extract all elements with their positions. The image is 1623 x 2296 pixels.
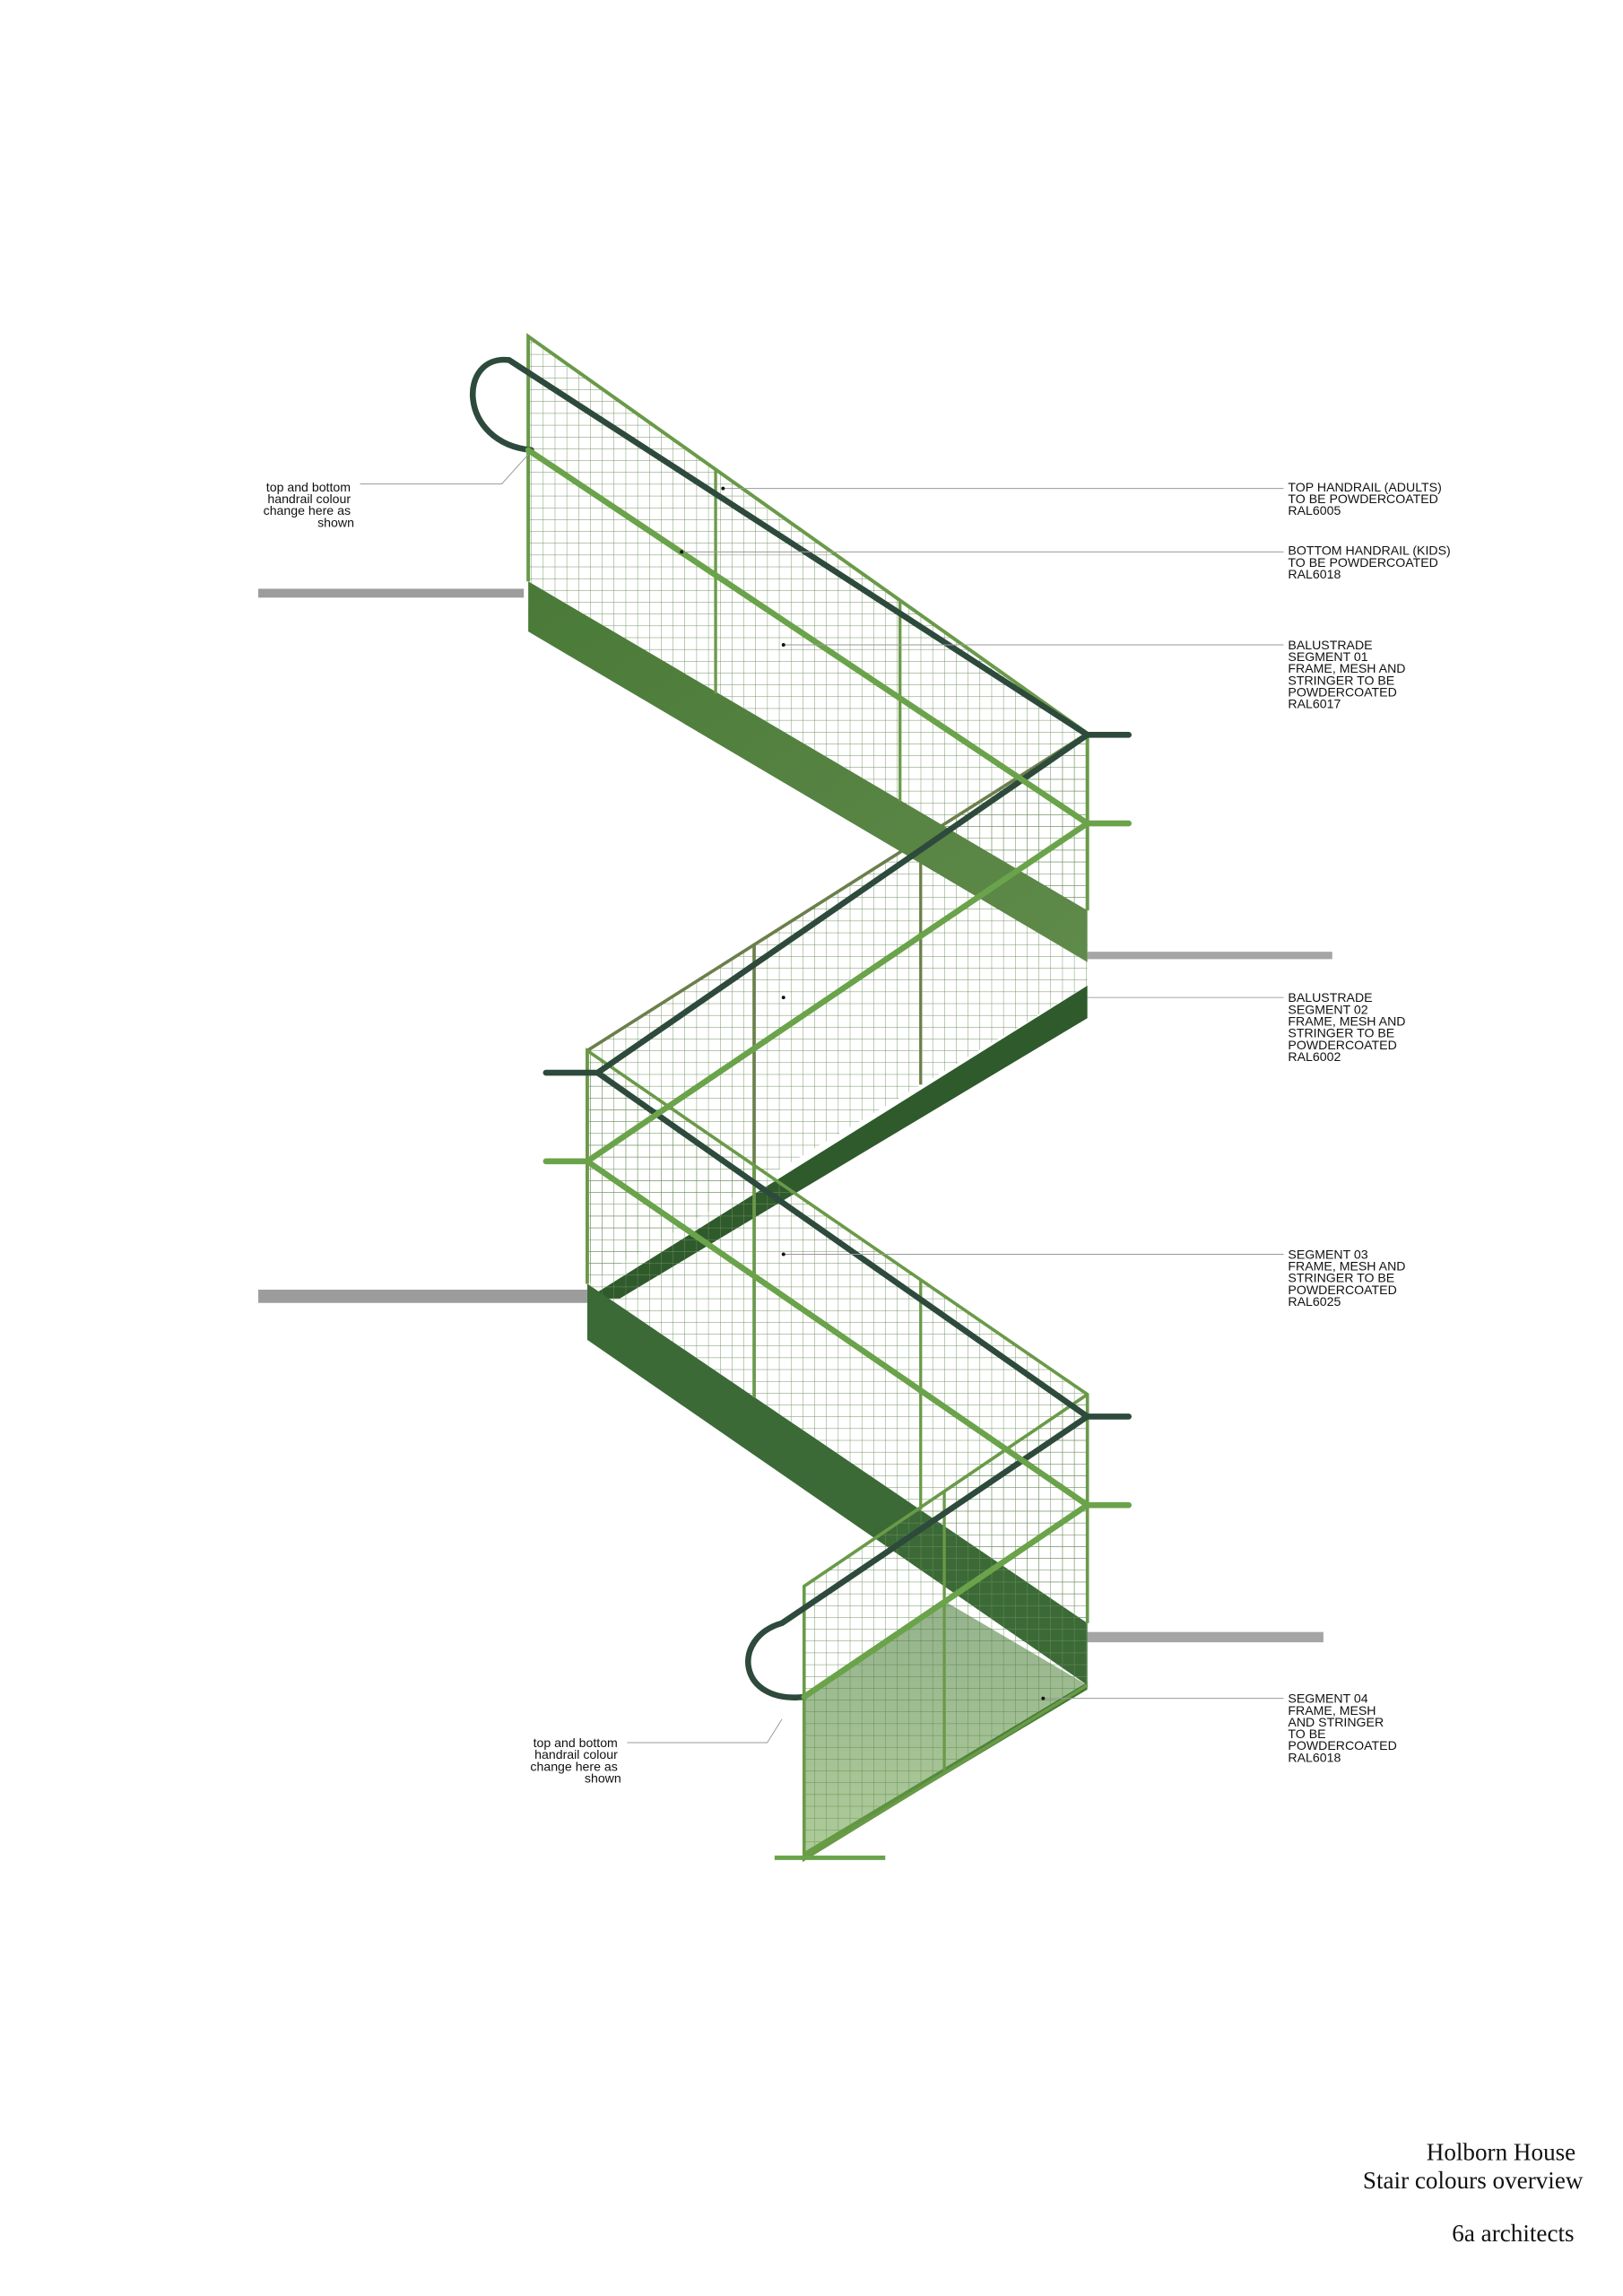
note-line: SEGMENT 03: [1288, 1247, 1367, 1261]
note-line: SEGMENT 04: [1288, 1692, 1367, 1706]
note-line: RAL6018: [1288, 567, 1341, 581]
note-line: POWDERCOATED: [1288, 1038, 1396, 1052]
top-handrail-segment-04: [745, 1413, 1090, 1700]
note-line: FRAME, MESH: [1288, 1703, 1376, 1718]
note-line: POWDERCOATED: [1288, 685, 1396, 700]
note-line: STRINGER TO BE: [1288, 673, 1394, 687]
project-title: Holborn House: [1427, 2139, 1576, 2166]
note-line: TO BE POWDERCOATED: [1288, 555, 1437, 570]
note-line: top and bottom: [266, 480, 351, 494]
leader-line: [360, 454, 529, 485]
note-line: handrail colour: [534, 1747, 618, 1761]
note-handrail-change-bottom: top and bottom handrail colour change he…: [530, 1735, 621, 1785]
title-block: Holborn House Stair colours overview 6a …: [1363, 2139, 1584, 2247]
note-line: SEGMENT 02: [1288, 1002, 1367, 1016]
stringer-segment-01: [528, 581, 1088, 962]
note-line: shown: [317, 515, 354, 529]
sheet-title: Stair colours overview: [1363, 2167, 1584, 2194]
note-line: FRAME, MESH AND: [1288, 1259, 1405, 1274]
bottom-handrail: [525, 447, 1133, 1700]
note-line: change here as: [264, 503, 351, 517]
top-handrail: [469, 357, 1133, 1700]
note-line: TOP HANDRAIL (ADULTS): [1288, 480, 1441, 494]
note-line: TO BE POWDERCOATED: [1288, 491, 1437, 506]
leader-dot: [781, 1252, 785, 1257]
note-line: shown: [585, 1770, 621, 1785]
floor-slab: [1087, 952, 1332, 960]
practice-name: 6a architects: [1452, 2220, 1574, 2247]
note-line: RAL6018: [1288, 1750, 1341, 1764]
note-handrail-change-top: top and bottom handrail colour change he…: [264, 480, 354, 529]
leader-dot: [680, 550, 684, 554]
note-line: RAL6017: [1288, 697, 1341, 711]
leader-dot: [721, 486, 725, 491]
note-line: STRINGER TO BE: [1288, 1271, 1394, 1285]
note-line: TO BE: [1288, 1726, 1325, 1741]
top-handrail-segment-01: [469, 357, 1133, 738]
leader-dot: [1041, 1696, 1046, 1700]
note-line: BALUSTRADE: [1288, 638, 1372, 652]
leader-dot: [781, 996, 785, 1000]
floor-slab: [258, 1289, 587, 1303]
note-line: BALUSTRADE: [1288, 990, 1372, 1004]
note-line: FRAME, MESH AND: [1288, 661, 1405, 675]
bottom-handrail-segment-04: [801, 1501, 1090, 1700]
floor-slab: [258, 588, 525, 598]
note-line: RAL6002: [1288, 1049, 1341, 1064]
note-line: SEGMENT 01: [1288, 649, 1367, 664]
note-line: AND STRINGER: [1288, 1715, 1384, 1729]
note-line: BOTTOM HANDRAIL (KIDS): [1288, 544, 1450, 558]
note-line: FRAME, MESH AND: [1288, 1013, 1405, 1028]
floor-slabs: [258, 588, 1332, 1643]
leader-dot: [781, 642, 785, 647]
note-line: STRINGER TO BE: [1288, 1026, 1394, 1040]
note-line: POWDERCOATED: [1288, 1283, 1396, 1297]
mesh-segment-01: [528, 336, 1088, 911]
leader-line: [627, 1718, 783, 1744]
note-line: change here as: [530, 1759, 617, 1773]
note-line: top and bottom: [534, 1735, 618, 1750]
note-right-2: BOTTOM HANDRAIL (KIDS)TO BE POWDERCOATED…: [1288, 544, 1450, 581]
note-line: RAL6025: [1288, 1294, 1341, 1309]
frame-segment-04: [802, 1393, 1089, 1863]
note-line: POWDERCOATED: [1288, 1738, 1396, 1752]
balustrade-segment-04: [774, 1393, 1089, 1863]
floor-slab: [1087, 1631, 1324, 1643]
leader-lines: [360, 454, 1284, 1744]
note-line: handrail colour: [267, 491, 351, 506]
stringer-segment-02: [586, 986, 1088, 1299]
stringer-face-segment-04: [803, 1601, 1088, 1852]
note-line: RAL6005: [1288, 503, 1341, 517]
